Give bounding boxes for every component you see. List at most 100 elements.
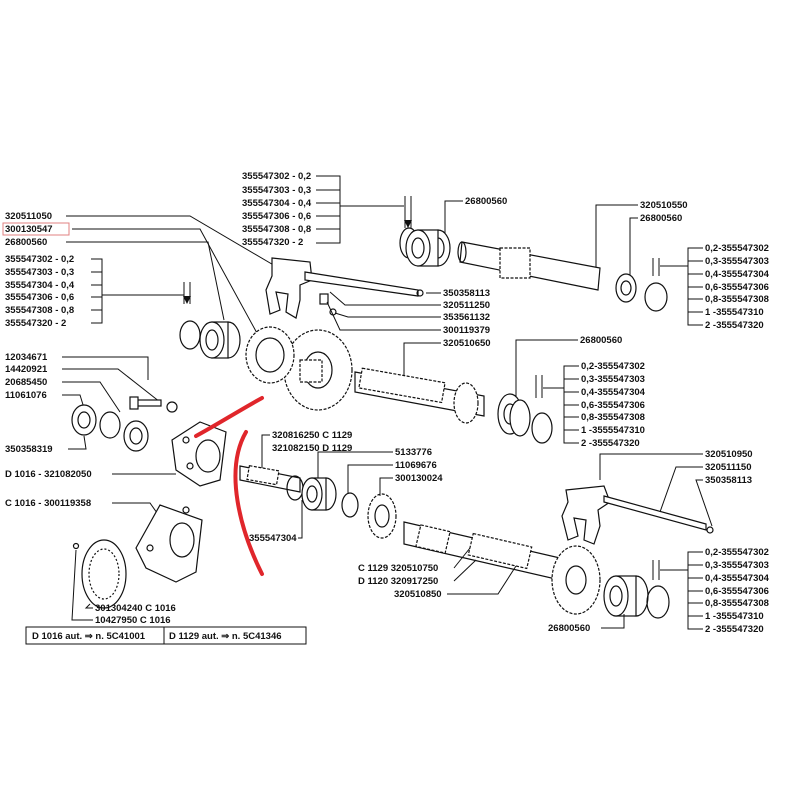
stub-shaft-part xyxy=(239,464,301,493)
callout-group-top-right-shaft: 320510550 26800560 0,2-355547302 0,3-355… xyxy=(457,200,770,331)
part-label: 355547304 - 0,4 xyxy=(242,198,312,209)
part-label: 321082150 D 1129 xyxy=(272,443,352,454)
footer-cell-d1129: D 1129 aut. ⇒ n. 5C41346 xyxy=(169,631,282,642)
part-label: 0,8-355547308 xyxy=(581,412,645,423)
shaft-part xyxy=(457,241,601,291)
part-label: 0,3-355547303 xyxy=(581,374,645,385)
part-label: 2 -355547320 xyxy=(705,320,764,331)
callout-group-bottom-center: C 1129 320510750 D 1120 320917250 320510… xyxy=(358,547,517,600)
bearing-part xyxy=(603,575,649,617)
bearing-part xyxy=(405,229,451,267)
part-label: 0,6-355547306 xyxy=(705,586,769,597)
part-label: 0,3-355547303 xyxy=(705,256,769,267)
part-label: 355547302 - 0,2 xyxy=(5,254,74,265)
part-label: 0,8-355547308 xyxy=(705,294,769,305)
part-label: 320510650 xyxy=(443,338,491,349)
part-label: 355547308 - 0,8 xyxy=(242,224,311,235)
bearing-part xyxy=(199,321,241,359)
part-label: 0,4-355547304 xyxy=(705,269,770,280)
part-label: 355547306 - 0,6 xyxy=(5,292,74,303)
gasket-part xyxy=(72,539,127,609)
part-label-highlighted: 300130547 xyxy=(5,224,53,235)
part-label: 353561132 xyxy=(443,312,490,323)
part-label: 320816250 C 1129 xyxy=(272,430,352,441)
part-label: 26800560 xyxy=(640,213,682,224)
part-label: 0,2-355547302 xyxy=(705,243,769,254)
part-label: 320511050 xyxy=(5,211,52,222)
part-label: 320511150 xyxy=(705,462,752,473)
housing-part-upper xyxy=(171,421,227,487)
part-label: 320510550 xyxy=(640,200,688,211)
part-label: 1 -355547310 xyxy=(705,611,764,622)
part-label: 2 -355547320 xyxy=(705,624,764,635)
part-label: 10427950 C 1016 xyxy=(95,615,171,626)
housing-part-lower xyxy=(135,504,203,583)
part-label: 0,6-355547306 xyxy=(705,282,769,293)
callout-group-left-mid: 12034671 14420921 20685450 11061076 3503… xyxy=(5,352,178,455)
double-gear-part xyxy=(245,326,353,411)
part-label: 355547302 - 0,2 xyxy=(242,171,311,182)
bolt-part xyxy=(129,396,178,413)
part-label: 1 -355547310 xyxy=(705,307,764,318)
callout-group-bottom-right: 26800560 0,2-355547302 0,3-355547303 0,4… xyxy=(548,547,770,635)
part-label: 320510950 xyxy=(705,449,753,460)
part-label: 26800560 xyxy=(580,335,622,346)
part-label: 300119379 xyxy=(443,325,490,336)
footer-table: D 1016 aut. ⇒ n. 5C41001 D 1129 aut. ⇒ n… xyxy=(25,626,307,645)
callout-group-right-mid: 26800560 0,2-355547302 0,3-355547303 0,4… xyxy=(497,335,646,449)
part-label: 5133776 xyxy=(395,447,432,458)
callout-group-top-shims: 355547302 - 0,2 355547303 - 0,3 35554730… xyxy=(242,171,507,267)
part-label: 355547320 - 2 xyxy=(5,318,66,329)
part-label: 355547304 xyxy=(249,533,297,544)
part-label: 300130024 xyxy=(395,473,443,484)
small-gear-part xyxy=(367,493,397,539)
red-curved-arrow-icon xyxy=(194,396,264,576)
shift-fork-part xyxy=(265,257,424,319)
part-label: 0,2-355547302 xyxy=(581,361,645,372)
part-label: 355547304 - 0,4 xyxy=(5,280,75,291)
part-label: 355547303 - 0,3 xyxy=(5,267,74,278)
part-label: 0,6-355547306 xyxy=(581,400,645,411)
part-label: 12034671 xyxy=(5,352,48,363)
bearing-part xyxy=(301,477,337,511)
part-label: 355547306 - 0,6 xyxy=(242,211,311,222)
part-label: 0,8-355547308 xyxy=(705,598,769,609)
part-label: 20685450 xyxy=(5,377,47,388)
part-label: 355547308 - 0,8 xyxy=(5,305,74,316)
part-label: 11061076 xyxy=(5,390,47,401)
part-label: 350358113 xyxy=(443,288,490,299)
callout-group-lower-left: 301304240 C 1016 10427950 C 1016 xyxy=(71,549,176,626)
part-label: 350358113 xyxy=(705,475,752,486)
part-label: C 1129 320510750 xyxy=(358,563,438,574)
shift-fork-part-lower xyxy=(561,485,714,545)
part-label: 0,4-355547304 xyxy=(705,573,770,584)
part-label: D 1120 320917250 xyxy=(358,576,438,587)
part-label: 320511250 xyxy=(443,300,490,311)
callout-group-center-left: 320816250 C 1129 321082150 D 1129 D 1016… xyxy=(5,430,352,521)
part-label: 1 -3555547310 xyxy=(581,425,645,436)
part-label: D 1016 - 321082050 xyxy=(5,469,92,480)
part-label: 0,3-355547303 xyxy=(705,560,769,571)
part-label: 26800560 xyxy=(465,196,507,207)
callout-group-lower-right: 320510950 320511150 350358113 xyxy=(599,449,753,527)
part-label: 355547303 - 0,3 xyxy=(242,185,311,196)
part-label: 11069676 xyxy=(395,460,437,471)
footer-cell-d1016: D 1016 aut. ⇒ n. 5C41001 xyxy=(32,631,146,642)
part-label: 2 -355547320 xyxy=(581,438,640,449)
callout-group-top-left: 320511050 300130547 26800560 355547302 -… xyxy=(2,211,283,359)
part-label: 320510850 xyxy=(394,589,442,600)
highlight-box xyxy=(2,222,70,236)
part-label: 301304240 C 1016 xyxy=(95,603,176,614)
part-label: 26800560 xyxy=(5,237,47,248)
part-label: 14420921 xyxy=(5,364,48,375)
part-label: 0,4-355547304 xyxy=(581,387,646,398)
callout-group-center: 5133776 11069676 300130024 355547304 xyxy=(249,447,443,544)
part-label: 355547320 - 2 xyxy=(242,237,303,248)
gear-shaft-part-lower xyxy=(403,521,601,615)
part-label: 26800560 xyxy=(548,623,590,634)
part-label: 350358319 xyxy=(5,444,53,455)
long-shaft-part xyxy=(354,367,485,424)
part-label: 0,2-355547302 xyxy=(705,547,769,558)
part-label: C 1016 - 300119358 xyxy=(5,498,91,509)
